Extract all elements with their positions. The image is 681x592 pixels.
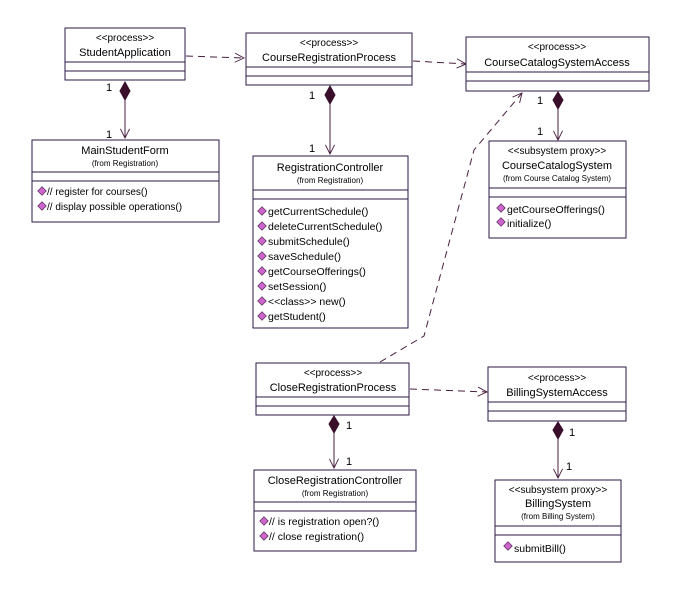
operation-icon: [257, 311, 267, 321]
operation-icon: [257, 266, 267, 276]
class-name: CourseRegistrationProcess: [262, 52, 396, 64]
class-package: (from Registration): [302, 489, 369, 498]
operation: getStudent(): [268, 311, 326, 323]
operation-list: getCurrentSchedule() deleteCurrentSchedu…: [257, 206, 382, 323]
composition-diamonds: [119, 80, 564, 441]
dependency-closereg-to-billing: [409, 389, 487, 392]
operation: setSession(): [268, 281, 326, 293]
operation-icon: [496, 203, 506, 213]
class-stereotype: <<subsystem proxy>>: [509, 485, 608, 496]
class-name: RegistrationController: [277, 162, 384, 174]
multiplicity: 1: [106, 82, 112, 94]
operation-icon: [503, 541, 513, 551]
multiplicity: 1: [309, 90, 315, 102]
class-course-catalog-system-access[interactable]: <<process>> CourseCatalogSystemAccess: [465, 36, 650, 92]
operation: // is registration open?(): [269, 516, 379, 528]
operation-icon: [496, 217, 506, 227]
operation-icon: [257, 221, 267, 231]
multiplicities: 1 1 1 1 1 1 1 1 1 1: [106, 82, 575, 473]
operation: saveSchedule(): [268, 251, 341, 263]
operation-icon: [257, 206, 267, 216]
multiplicity: 1: [106, 129, 112, 141]
operation-icon: [257, 251, 267, 261]
class-stereotype: <<process>>: [300, 38, 359, 49]
operation: submitSchedule(): [268, 236, 350, 248]
dependency-closereg-to-catalog: [379, 93, 522, 363]
class-close-registration-process[interactable]: <<process>> CloseRegistrationProcess: [255, 362, 410, 416]
class-registration-controller[interactable]: RegistrationController (from Registratio…: [252, 155, 409, 329]
operation: // close registration(): [269, 531, 364, 543]
operation-icon: [37, 186, 47, 196]
operation-icon: [257, 281, 267, 291]
multiplicity: 1: [537, 95, 543, 107]
dependency-student-to-coursereg: [185, 56, 244, 58]
operation: // register for courses(): [47, 187, 148, 198]
class-name: BillingSystemAccess: [506, 387, 608, 399]
class-name: BillingSystem: [525, 498, 591, 510]
class-package: (from Registration): [297, 176, 364, 185]
class-name: MainStudentForm: [81, 145, 168, 157]
operation: getCourseOfferings(): [268, 266, 366, 278]
dependency-coursereg-to-catalog: [412, 61, 466, 64]
multiplicity: 1: [566, 461, 572, 473]
diamond-closereg: [328, 415, 340, 435]
operation-icon: [37, 201, 47, 211]
class-stereotype: <<process>>: [528, 42, 587, 53]
operation: // display possible operations(): [47, 202, 182, 213]
operation: initialize(): [507, 218, 551, 230]
class-name: StudentApplication: [79, 47, 171, 59]
class-package: (from Billing System): [521, 512, 595, 521]
class-package: (from Course Catalog System): [503, 174, 611, 183]
operation-icon: [257, 296, 267, 306]
class-name: CourseCatalogSystem: [502, 160, 612, 172]
class-course-catalog-system[interactable]: <<subsystem proxy>> CourseCatalogSystem …: [488, 140, 627, 239]
class-name: CloseRegistrationController: [268, 475, 403, 487]
class-stereotype: <<subsystem proxy>>: [508, 146, 607, 157]
class-course-registration-process[interactable]: <<process>> CourseRegistrationProcess: [245, 32, 413, 86]
operation-icon: [257, 236, 267, 246]
class-package: (from Registration): [92, 159, 159, 168]
operation-icon: [259, 516, 269, 526]
diamond-student-app: [119, 80, 131, 102]
operation: getCurrentSchedule(): [268, 206, 368, 218]
connectors: [125, 56, 558, 478]
class-billing-system-access[interactable]: <<process>> BillingSystemAccess: [487, 366, 627, 422]
operation-icon: [259, 531, 269, 541]
operation: deleteCurrentSchedule(): [268, 221, 382, 233]
multiplicity: 1: [346, 456, 352, 468]
class-name: CourseCatalogSystemAccess: [484, 57, 630, 69]
class-name: CloseRegistrationProcess: [270, 382, 397, 394]
operation: getCourseOfferings(): [507, 204, 605, 216]
class-close-registration-controller[interactable]: CloseRegistrationController (from Regist…: [253, 469, 417, 552]
class-stereotype: <<process>>: [304, 368, 363, 379]
multiplicity: 1: [569, 427, 575, 439]
class-stereotype: <<process>>: [528, 373, 587, 384]
multiplicity: 1: [537, 126, 543, 138]
multiplicity: 1: [309, 143, 315, 155]
class-main-student-form[interactable]: MainStudentForm (from Registration) // r…: [31, 139, 220, 223]
diamond-billing-access: [552, 421, 564, 441]
multiplicity: 1: [346, 420, 352, 432]
class-billing-system[interactable]: <<subsystem proxy>> BillingSystem (from …: [494, 479, 622, 563]
diamond-coursereg: [324, 84, 336, 106]
operation: <<class>> new(): [268, 296, 346, 308]
class-stereotype: <<process>>: [96, 33, 155, 44]
diamond-catalog-access: [552, 91, 564, 111]
operation: submitBill(): [514, 543, 566, 555]
class-student-application[interactable]: <<process>> StudentApplication: [64, 27, 186, 81]
